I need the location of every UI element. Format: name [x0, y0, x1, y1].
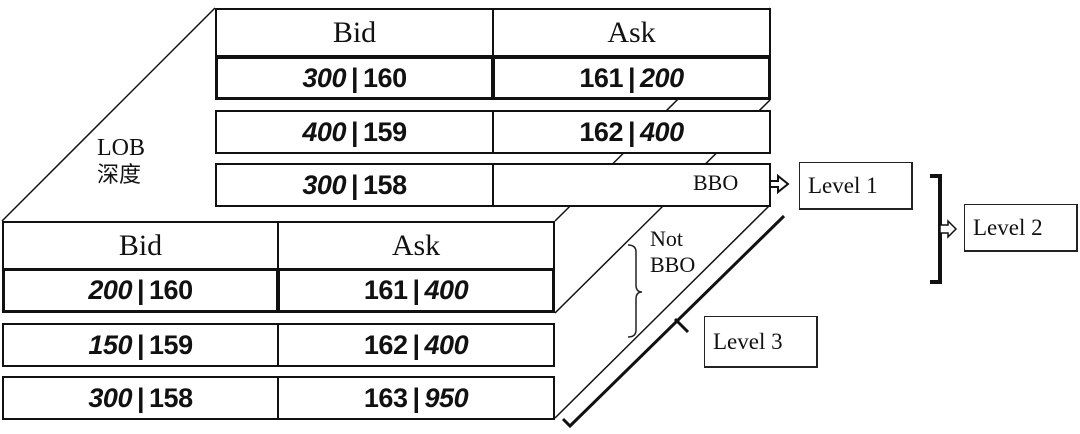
level-3-label: Level 3 [713, 328, 783, 354]
level-3-box: Level 3 [704, 316, 818, 368]
not-bbo-label: Not BBO [650, 226, 695, 279]
bid-quantity: 300 [302, 62, 346, 93]
separator: | [627, 62, 636, 93]
bid-price: 158 [149, 382, 193, 413]
bid-price: 158 [363, 169, 407, 200]
separator: | [350, 62, 359, 93]
front-bid-header: Bid [2, 221, 279, 270]
ask-price: 163 [363, 382, 408, 413]
level-1-label: Level 1 [808, 172, 878, 198]
level3-bracket [561, 214, 786, 429]
level3-tick [673, 317, 690, 334]
bid-quantity: 400 [302, 116, 346, 147]
depth-edge-bottom-right [554, 204, 771, 419]
bid-price: 160 [149, 275, 193, 305]
ask-quantity: 400 [424, 329, 469, 360]
ask-quantity: 200 [640, 62, 684, 93]
separator: | [412, 329, 420, 360]
back-bid-level-1: 300|160 [215, 56, 494, 100]
separator: | [412, 382, 420, 413]
not-bbo-line1: Not [650, 226, 683, 251]
front-ask-level-1: 161|400 [277, 268, 555, 313]
separator: | [627, 116, 636, 147]
bbo-arrow [767, 173, 790, 195]
back-ask-header: Ask [492, 8, 771, 57]
not-bbo-brace [627, 244, 643, 338]
bid-price: 159 [149, 329, 193, 360]
level2-bracket [930, 174, 942, 284]
bid-price: 159 [363, 116, 407, 147]
front-ask-level-3: 163|950 [277, 376, 555, 420]
separator: | [412, 275, 420, 305]
lob-label-line2: 深度 [97, 162, 142, 188]
back-bid-header-label: Bid [332, 15, 377, 49]
ask-price: 161 [363, 275, 408, 305]
front-bid-level-1: 200|160 [2, 268, 279, 313]
separator: | [350, 116, 359, 147]
lob-depth-label: LOB 深度 [97, 134, 145, 189]
back-bid-level-3: 300|158 [215, 163, 494, 207]
depth-edge-top-left [1, 7, 216, 222]
lob-label-line1: LOB [97, 135, 145, 161]
back-bid-header: Bid [215, 8, 494, 57]
separator: | [136, 275, 145, 305]
ask-quantity: 400 [424, 275, 469, 305]
bid-quantity: 150 [88, 329, 132, 360]
front-bid-header-label: Bid [118, 228, 163, 262]
not-bbo-line2: BBO [650, 252, 696, 278]
ask-price: 162 [579, 116, 623, 147]
front-bid-level-2: 150|159 [2, 323, 279, 367]
front-ask-level-2: 162|400 [277, 323, 555, 367]
back-ask-level-3-empty [492, 163, 771, 207]
ask-price: 162 [363, 329, 408, 360]
level-2-box: Level 2 [964, 204, 1078, 252]
front-bid-level-3: 300|158 [2, 376, 279, 420]
back-bid-level-2: 400|159 [215, 110, 494, 154]
level-1-box: Level 1 [799, 162, 913, 210]
level2-arrow [939, 219, 958, 239]
back-ask-header-label: Ask [607, 15, 656, 49]
bbo-label: BBO [693, 170, 739, 195]
ask-price: 161 [579, 62, 623, 93]
bid-quantity: 200 [88, 275, 132, 305]
level-2-label: Level 2 [973, 214, 1043, 240]
front-ask-header: Ask [277, 221, 555, 270]
bid-quantity: 300 [88, 382, 132, 413]
bid-price: 160 [363, 62, 407, 93]
bid-quantity: 300 [302, 169, 346, 200]
back-ask-level-2: 162|400 [492, 110, 771, 154]
ask-quantity: 400 [640, 116, 684, 147]
separator: | [136, 329, 145, 360]
ask-quantity: 950 [424, 382, 469, 413]
back-ask-level-1: 161|200 [492, 56, 771, 100]
separator: | [350, 169, 359, 200]
separator: | [136, 382, 145, 413]
front-ask-header-label: Ask [391, 228, 441, 262]
